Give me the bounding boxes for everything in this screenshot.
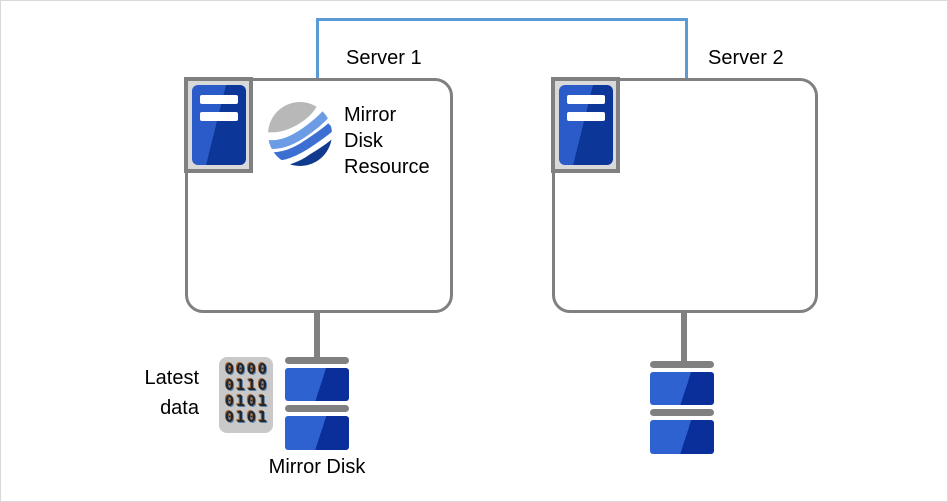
mirror-disk-resource-icon: [268, 102, 332, 166]
server-tower-icon: [558, 85, 613, 165]
server2-disk-connector-line: [681, 311, 687, 363]
tower-slot-bar: [566, 95, 605, 104]
disk-cap-bar: [650, 409, 714, 416]
binary-row: 0000: [224, 360, 270, 378]
disk-cap-bar: [285, 357, 349, 364]
mirror-disk-resource-label-line: Disk: [344, 130, 383, 152]
mirror-disk-resource-label-line: Mirror: [344, 104, 397, 126]
server1-mirror-disk-icon: [285, 357, 349, 450]
disk-platter: [285, 368, 349, 401]
disk-cap-bar: [650, 361, 714, 368]
latest-data-label: Latest data: [117, 363, 199, 423]
binary-row: 0101: [224, 408, 270, 426]
mirror-disk-resource-label-line: Resource: [344, 156, 430, 178]
disk-platter: [650, 420, 714, 454]
server1-label: Server 1: [346, 47, 422, 69]
disk-cap-bar: [285, 405, 349, 412]
binary-data-icon: 0000 0110 0101 0101: [219, 357, 273, 433]
mirror-disk-resource-label: Mirror Disk Resource: [344, 102, 430, 180]
network-connector-line: [316, 18, 688, 78]
mirror-disk-label: Mirror Disk: [268, 456, 366, 478]
disk-platter: [650, 372, 714, 405]
latest-data-label-line: data: [160, 397, 199, 419]
tower-slot-bar: [566, 112, 605, 121]
binary-row: 0101: [224, 392, 270, 410]
server1-tower-icon: [184, 77, 253, 173]
server-tower-icon: [191, 85, 246, 165]
binary-row: 0110: [224, 376, 270, 394]
server1-disk-connector-line: [314, 311, 320, 359]
tower-slot-bar: [199, 95, 238, 104]
disk-platter: [285, 416, 349, 450]
tower-slot-bar: [199, 112, 238, 121]
latest-data-label-line: Latest: [144, 367, 199, 389]
server2-mirror-disk-icon: [650, 361, 714, 454]
server2-tower-icon: [551, 77, 620, 173]
server2-label: Server 2: [708, 47, 784, 69]
